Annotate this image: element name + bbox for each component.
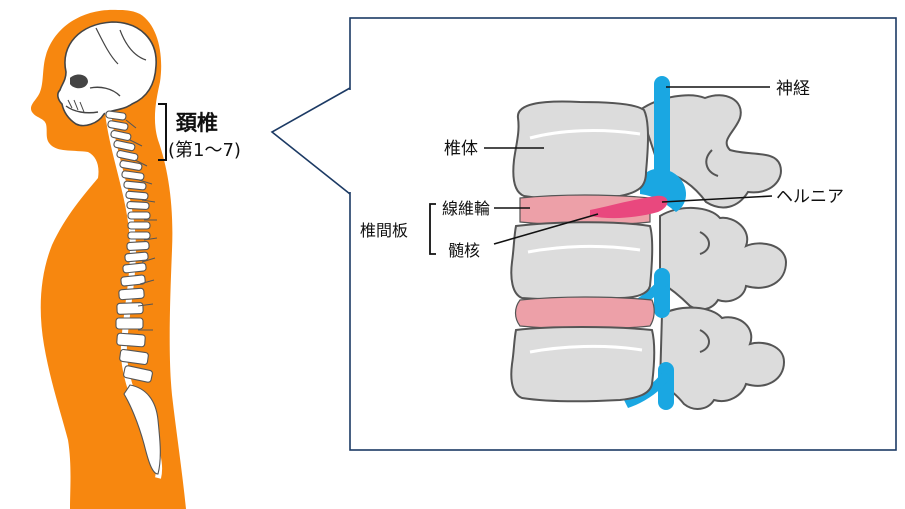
vertebrae-illustration	[510, 76, 788, 410]
process-notch	[699, 231, 710, 255]
vertebra	[107, 120, 129, 131]
vertebral-body-top	[512, 100, 649, 200]
spine-column	[105, 110, 163, 479]
label-nucleus-pulposus: 髄核	[448, 241, 480, 260]
vertebra	[127, 221, 151, 230]
skull-suture	[95, 27, 147, 65]
cervical-bracket	[158, 103, 167, 161]
vertebra	[123, 180, 147, 191]
body-outline	[31, 9, 186, 509]
process-notch	[705, 149, 719, 177]
vertebra	[105, 110, 127, 121]
nerve-top	[654, 76, 670, 186]
body-silhouette	[31, 9, 186, 509]
disc-lower	[514, 296, 655, 330]
spine-processes	[125, 119, 158, 331]
vertebra	[127, 231, 151, 240]
vertebra	[116, 332, 146, 348]
body-highlight	[527, 244, 641, 254]
posterior-process-bottom	[658, 306, 786, 410]
label-vertebral-body: 椎体	[444, 139, 478, 159]
skull-teeth	[67, 99, 85, 113]
vertebra	[122, 262, 147, 274]
vertebra	[126, 241, 150, 251]
vertebral-body-middle	[510, 221, 654, 301]
leader-nucleus	[493, 213, 599, 245]
nucleus-upper	[590, 195, 668, 219]
skull-cheekbone	[89, 86, 121, 97]
body-highlight	[529, 344, 643, 354]
vertebra	[113, 139, 136, 152]
skull	[57, 21, 157, 127]
vertebra	[119, 160, 143, 171]
label-hernia: ヘルニア	[776, 187, 844, 207]
vertebra	[126, 201, 150, 210]
vertebral-body-bottom	[510, 326, 656, 403]
label-intervertebral-disc: 椎間板	[360, 221, 408, 240]
skull-eye-socket	[70, 74, 88, 89]
vertebra	[116, 149, 139, 162]
vertebra	[123, 365, 153, 383]
vertebra	[119, 348, 149, 366]
body-highlight	[529, 129, 641, 140]
vertebra	[125, 190, 149, 201]
disc-bracket	[429, 203, 436, 255]
vertebra	[110, 129, 132, 141]
label-annulus-fibrosus: 線維輪	[442, 199, 490, 218]
zoom-frame	[349, 17, 897, 451]
process-notch	[699, 329, 710, 353]
posterior-process-middle	[659, 206, 788, 311]
vertebra	[124, 251, 149, 263]
vertebra	[121, 170, 145, 181]
vertebra	[115, 317, 144, 330]
vertebra	[118, 287, 145, 301]
vertebra	[116, 302, 144, 315]
sacrum	[123, 384, 161, 475]
label-cervical-range: (第1〜7)	[168, 140, 241, 161]
vertebra	[127, 211, 151, 220]
callout-pointer	[270, 87, 351, 195]
label-nerve: 神経	[776, 79, 810, 99]
skull-jaw	[65, 105, 99, 114]
leader-hernia	[661, 195, 773, 203]
vertebra	[120, 274, 146, 287]
label-cervical: 頚椎	[175, 111, 218, 135]
